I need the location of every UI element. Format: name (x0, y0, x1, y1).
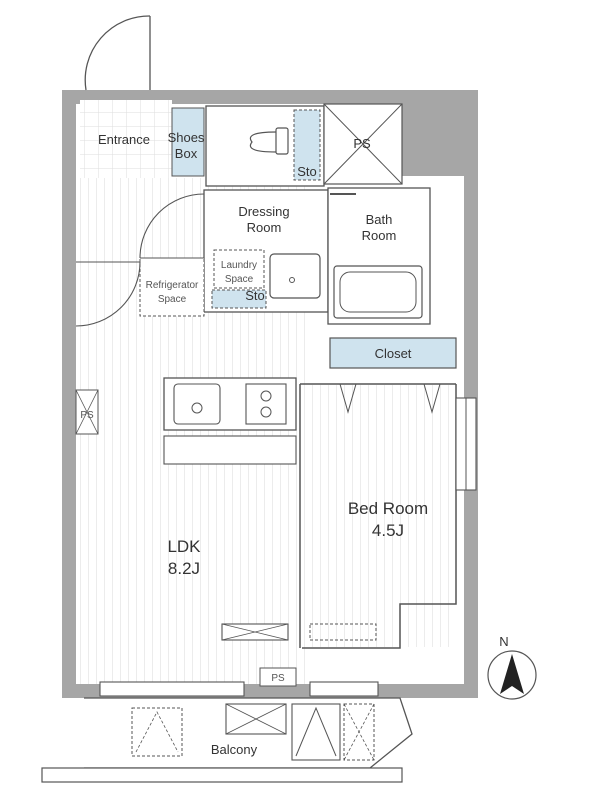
closet (329, 337, 457, 369)
balcony-unit-4 (343, 703, 375, 761)
label-shoes-box-1: Shoes (168, 130, 205, 145)
label-ps-top: PS (353, 136, 371, 151)
counter-shelf (163, 435, 297, 465)
washbasin (269, 253, 321, 299)
washbasin-drain-icon (289, 277, 295, 283)
label-dressing-1: Dressing (238, 204, 289, 219)
ps-shaft-left-cross (75, 389, 99, 435)
shoes-box (171, 107, 205, 177)
laundry-space (213, 249, 265, 289)
label-refrigerator-2: Space (158, 294, 187, 305)
label-laundry-2: Space (225, 274, 254, 285)
label-ldk-size: 8.2J (168, 559, 200, 578)
closet-doors (339, 383, 441, 414)
label-bath-2: Room (362, 228, 397, 243)
entrance-floor (80, 100, 172, 178)
label-sto-toilet: Sto (297, 164, 317, 179)
north-arrow-icon (500, 654, 524, 694)
balcony-sash-right (309, 681, 379, 697)
ps-small (259, 667, 297, 687)
faucet-icon (191, 402, 203, 414)
entrance-door (84, 15, 151, 91)
label-compass-north: N (499, 634, 508, 649)
dressing-door-swing (139, 193, 205, 259)
ldk-floor-unit-cross (221, 623, 289, 641)
balcony-sash-left (99, 681, 245, 697)
balcony-unit-4-cross (343, 703, 375, 761)
label-shoes-box-2: Box (175, 146, 198, 161)
balcony-rail (41, 767, 403, 783)
label-dressing-2: Room (247, 220, 282, 235)
toilet-icon (249, 127, 289, 155)
label-bath-1: Bath (366, 212, 393, 227)
bed-floor-unit (309, 623, 377, 641)
label-ps-small: PS (271, 673, 285, 684)
label-closet: Closet (375, 346, 412, 361)
label-bed-room: Bed Room (348, 499, 428, 518)
burner-icon-2 (260, 406, 272, 418)
bathtub-inner (339, 271, 417, 313)
balcony-unit-3 (291, 703, 341, 761)
stove (245, 383, 287, 425)
ps-shaft-top-cross (323, 103, 403, 185)
label-bed-size: 4.5J (372, 521, 404, 540)
label-laundry-1: Laundry (221, 260, 257, 271)
label-entrance: Entrance (98, 132, 150, 147)
kitchen-sink (173, 383, 221, 425)
label-ps-left: PS (80, 410, 94, 421)
balcony-unit-1-mark (135, 711, 179, 753)
label-sto-dressing: Sto (245, 288, 265, 303)
label-ldk: LDK (167, 537, 201, 556)
balcony-unit-1 (131, 707, 183, 757)
toilet-storage (293, 109, 321, 181)
exterior-wall (62, 90, 478, 698)
label-balcony: Balcony (211, 742, 258, 757)
ldk-door-swing (75, 261, 141, 327)
burner-icon-1 (260, 390, 272, 402)
dressing-storage (211, 289, 267, 309)
label-refrigerator-1: Refrigerator (146, 280, 199, 291)
balcony-unit-3-mark (295, 706, 337, 757)
balcony-unit-2-cross (225, 703, 287, 735)
partition-walls (299, 383, 457, 649)
